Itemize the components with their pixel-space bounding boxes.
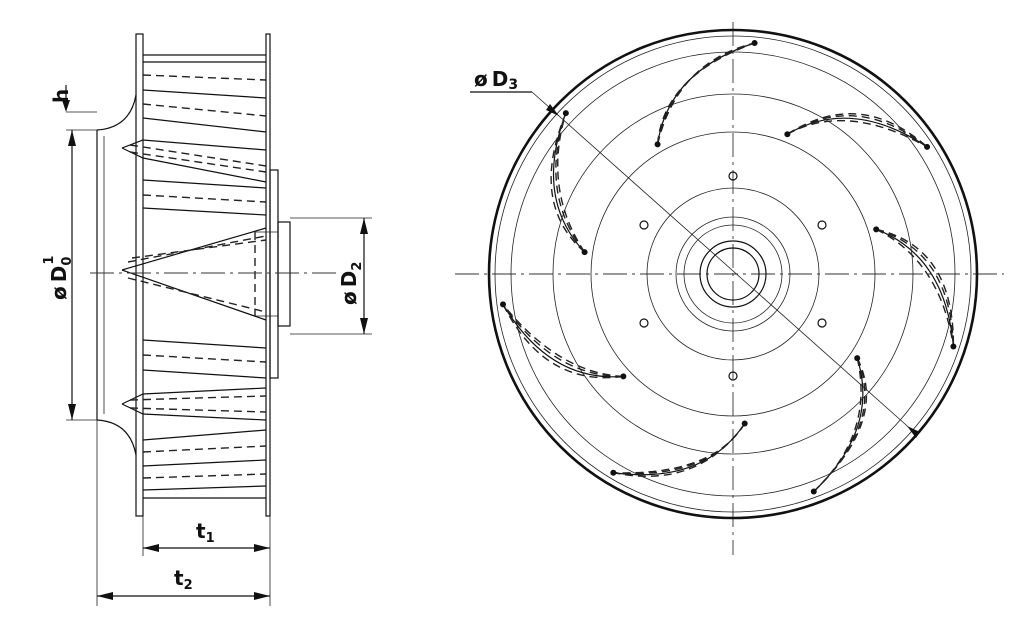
blade-curve xyxy=(875,228,955,347)
bolt-hole xyxy=(728,171,738,181)
hub-plate xyxy=(269,169,279,379)
bolt-hole xyxy=(639,318,649,328)
blade-curve xyxy=(555,112,586,253)
blade-tip xyxy=(562,110,569,117)
blade-curve xyxy=(656,42,755,145)
hub-outer xyxy=(675,216,791,332)
blade-curve xyxy=(786,115,928,148)
blade-root xyxy=(741,420,748,427)
blade-curve xyxy=(502,304,624,379)
t2-arrow-left xyxy=(97,592,113,600)
blade-curve xyxy=(613,423,746,475)
front-blade xyxy=(784,113,931,150)
front-blade xyxy=(610,420,748,477)
blade-curve xyxy=(813,357,862,492)
blade-tip xyxy=(610,469,617,476)
back-plate xyxy=(265,33,271,517)
front-blades xyxy=(499,40,957,495)
blade-curve xyxy=(502,304,624,378)
blade-tip xyxy=(924,143,931,150)
blade-curve xyxy=(656,42,755,145)
backplate-circle xyxy=(590,131,876,417)
side-view: øD01 h øD2 t1 t2 xyxy=(42,33,372,606)
blade-tip xyxy=(950,343,957,350)
front-blade xyxy=(810,355,868,495)
t1-arrow-right xyxy=(254,544,270,552)
t1-label: t1 xyxy=(196,519,215,546)
blade-curve xyxy=(656,42,755,145)
d2-label: øD2 xyxy=(337,262,365,305)
outer-ring-inner xyxy=(494,35,972,513)
d1-label: øD01 xyxy=(42,256,75,300)
blade-curve xyxy=(502,303,624,378)
d3-arrow-2 xyxy=(907,426,920,438)
d3-arrow-1 xyxy=(546,104,559,116)
d2-arrow-bottom xyxy=(360,318,368,334)
inlet-flare-top xyxy=(96,94,137,131)
bolt-hole xyxy=(728,371,738,381)
hub-bore-outer xyxy=(699,240,767,308)
blade-root xyxy=(854,355,861,362)
hub-bore xyxy=(706,247,760,301)
blade-curve xyxy=(876,228,955,347)
d3-leader-line xyxy=(531,91,915,433)
blade-curve xyxy=(813,357,866,492)
blade-curve xyxy=(787,120,928,148)
blade-root xyxy=(620,373,627,380)
t1-arrow-left xyxy=(143,544,159,552)
side-blades xyxy=(121,61,267,491)
blade-root xyxy=(581,249,588,256)
blade-tip xyxy=(810,488,817,495)
blade-curve xyxy=(550,112,586,253)
blade-tip xyxy=(499,301,506,308)
h-label: h xyxy=(49,89,73,103)
blade-root xyxy=(784,131,791,138)
outer-ring xyxy=(487,28,979,520)
front-blade xyxy=(499,301,627,380)
blade-curve xyxy=(875,228,955,347)
hub-ring xyxy=(683,224,783,324)
blade-curve xyxy=(786,113,928,148)
blade-curve xyxy=(813,357,868,492)
bolt-circle-boundary xyxy=(646,187,820,361)
d2-arrow-top xyxy=(360,218,368,234)
blade-curve xyxy=(787,117,928,148)
d1-arrow-bottom xyxy=(68,404,76,420)
blade-curve xyxy=(813,357,864,492)
t2-arrow-right xyxy=(254,592,270,600)
blade-curve xyxy=(557,112,586,253)
inlet-circle xyxy=(552,93,914,455)
d1-arrow-top xyxy=(68,130,76,146)
bolt-hole xyxy=(817,220,827,230)
blade-root xyxy=(873,226,880,233)
blade-curve xyxy=(552,112,586,253)
blade-curve xyxy=(502,303,624,378)
t2-label: t2 xyxy=(174,566,193,593)
bolt-hole xyxy=(817,318,827,328)
front-blade xyxy=(873,226,957,350)
front-blade xyxy=(550,110,588,256)
bolt-holes xyxy=(639,171,827,381)
h-arrow-top xyxy=(62,100,70,112)
hub-boss xyxy=(277,221,291,327)
blade-curve xyxy=(656,42,755,145)
blade-root xyxy=(654,141,661,148)
blade-tip-circle xyxy=(510,51,956,497)
blade-tip xyxy=(751,40,758,47)
bolt-hole xyxy=(639,220,649,230)
blade-curve xyxy=(875,228,954,347)
blade-curve xyxy=(613,423,746,474)
front-blade xyxy=(654,40,758,148)
inlet-flare-bottom xyxy=(96,419,137,456)
